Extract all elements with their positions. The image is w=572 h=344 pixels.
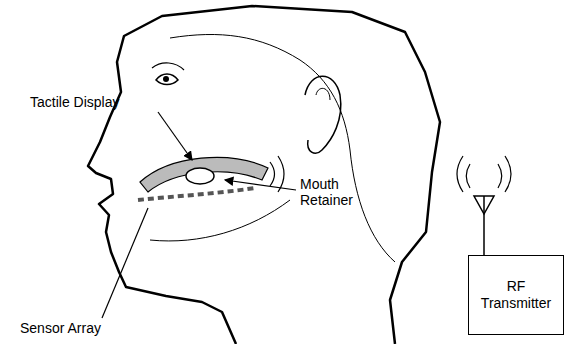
ear <box>305 76 341 153</box>
part-label: Mouth Retainer <box>300 176 360 208</box>
tactile-display <box>140 157 268 192</box>
part-label: Sensor Array <box>20 320 101 336</box>
hairline <box>170 34 395 262</box>
head-outline <box>88 6 440 344</box>
eye <box>156 74 178 85</box>
transmitter-box: RF Transmitter <box>468 255 564 335</box>
mouth-retainer <box>186 168 214 184</box>
box-text: RF Transmitter <box>478 278 554 312</box>
part-label: Tactile Display <box>30 94 119 110</box>
sensor-array <box>138 188 255 200</box>
